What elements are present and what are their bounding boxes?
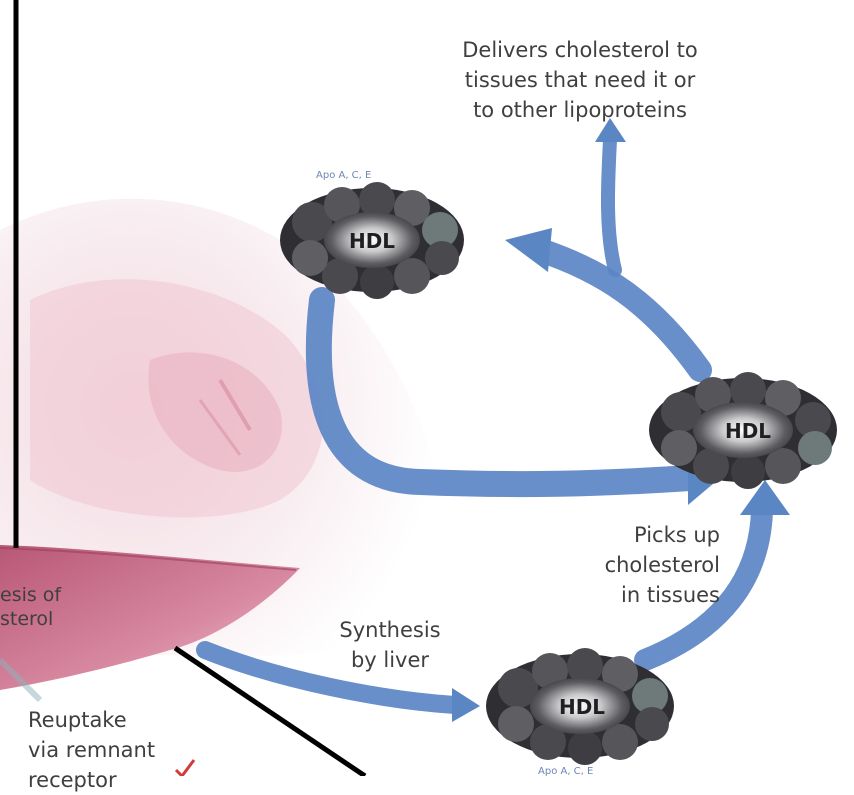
synthesis-by-liver-label: Synthesis by liver [310, 615, 470, 675]
arrowhead-bottom-to-right [740, 480, 790, 515]
delivers-cholesterol-label: Delivers cholesterol to tissues that nee… [390, 35, 770, 125]
reuptake-line-1: Reuptake [28, 708, 127, 732]
synthesis-line-1: Synthesis [339, 618, 441, 642]
synthesis-line-2: by liver [350, 648, 430, 672]
apo-label-bottom: Apo A, C, E [538, 766, 594, 777]
arrowhead-to-delivers [595, 118, 626, 142]
divider-line-diagonal [173, 645, 367, 776]
delivers-line-3: to other lipoproteins [473, 98, 687, 122]
synthesis-of-line-2: sterol [0, 608, 54, 630]
arrow-top-to-right [305, 287, 703, 498]
apo-label-top: Apo A, C, E [316, 170, 372, 181]
hdl-particle-right [649, 372, 837, 489]
arrow-liver-to-bottom [196, 641, 464, 714]
diagram-canvas: HDL HDL HDL [0, 0, 837, 776]
picks-up-line-3: in tissues [621, 583, 720, 607]
synthesis-of-line-1: esis of [0, 584, 62, 606]
hdl-label-right: HDL [725, 419, 771, 443]
hdl-label-bottom: HDL [559, 695, 605, 719]
lipoprotein-diagram: HDL HDL HDL Apo A, C, E Apo A, C, E Deli… [0, 0, 837, 792]
synthesis-of-cholesterol-partial-label: esis of sterol [0, 583, 80, 631]
hdl-label-top: HDL [349, 229, 395, 253]
picks-up-line-1: Picks up [634, 523, 720, 547]
arrowhead-right-to-top [505, 228, 552, 272]
picks-up-line-2: cholesterol [604, 553, 720, 577]
picks-up-label: Picks up cholesterol in tissues [520, 520, 720, 610]
delivers-line-2: tissues that need it or [464, 68, 696, 92]
reuptake-line-2: via remnant [28, 738, 156, 762]
check-mark-icon [174, 759, 196, 776]
reuptake-line-3: receptor [28, 768, 117, 792]
reuptake-label: Reuptake via remnant receptor [28, 705, 218, 795]
arrow-right-to-top [528, 238, 712, 382]
hdl-particle-top [280, 182, 464, 299]
arrow-bottom-to-right [634, 499, 773, 671]
hdl-particle-bottom [486, 648, 674, 765]
arrow-to-delivers [600, 133, 622, 277]
liver-shape [0, 545, 300, 703]
delivers-line-1: Delivers cholesterol to [462, 38, 698, 62]
arrowhead-liver-to-bottom [452, 688, 480, 722]
